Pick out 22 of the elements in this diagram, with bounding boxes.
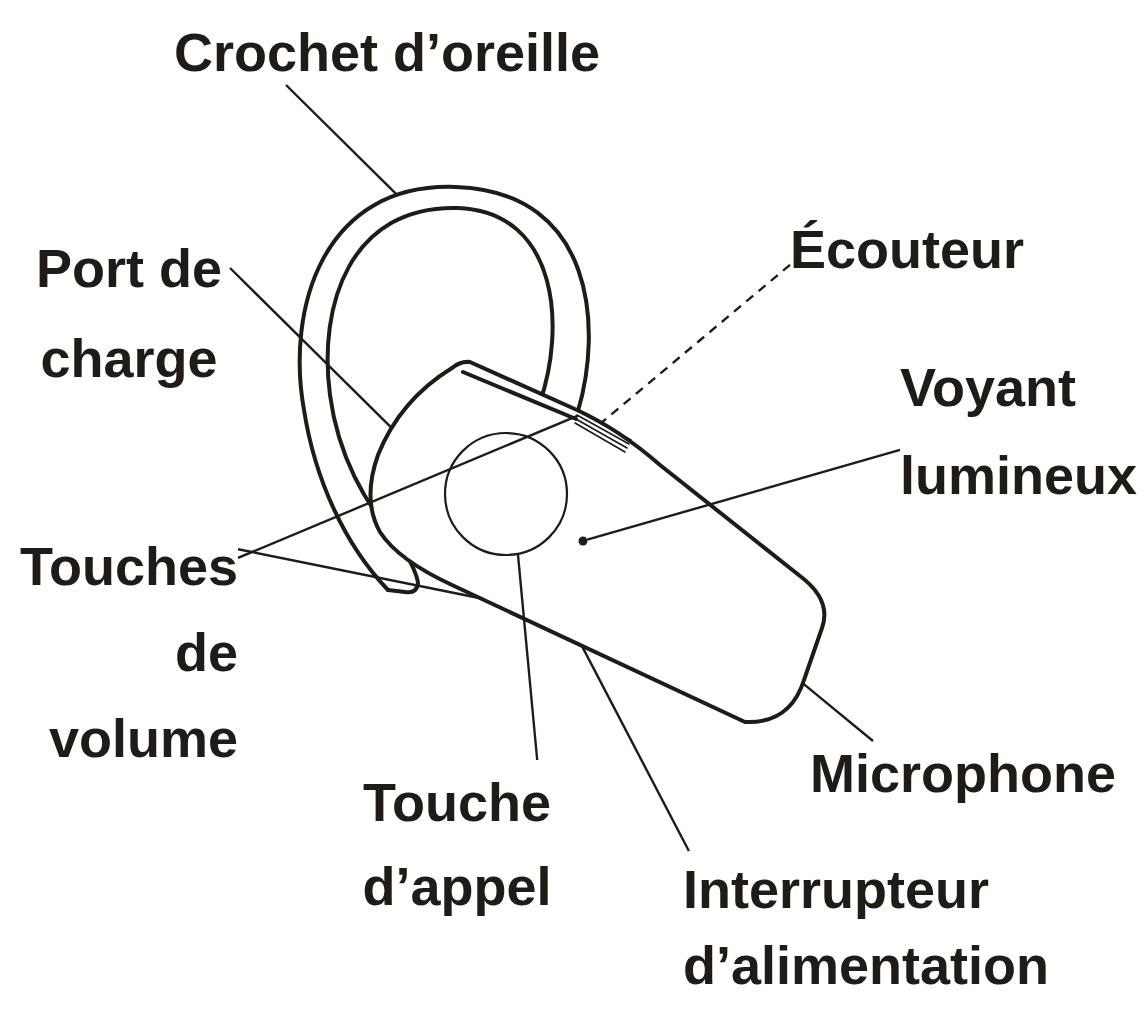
call-button (443, 431, 569, 557)
part-label: Touche d’appel (354, 760, 560, 928)
leader-line (516, 553, 539, 761)
part-label: Interrupteur d’alimentation (683, 851, 1059, 1003)
leader-line (599, 263, 791, 425)
leader-line (586, 448, 901, 541)
part-label: Écouteur (790, 217, 1030, 282)
leader-line (229, 267, 393, 429)
leader-line (802, 682, 874, 742)
leader-line (237, 414, 579, 559)
part-label: Voyant lumineux (900, 343, 1142, 519)
leader-line (580, 645, 690, 852)
part-label: Touches de volume (4, 523, 238, 781)
indicator-light (578, 536, 588, 546)
leader-line (285, 84, 398, 196)
leader-line (237, 548, 481, 600)
part-label: Crochet d’oreille (172, 20, 602, 85)
ridged-strip (574, 410, 632, 453)
headset-body (368, 359, 827, 724)
ear-hook (297, 185, 591, 595)
part-label: Microphone (810, 741, 1122, 806)
part-label: Port de charge (28, 223, 230, 403)
